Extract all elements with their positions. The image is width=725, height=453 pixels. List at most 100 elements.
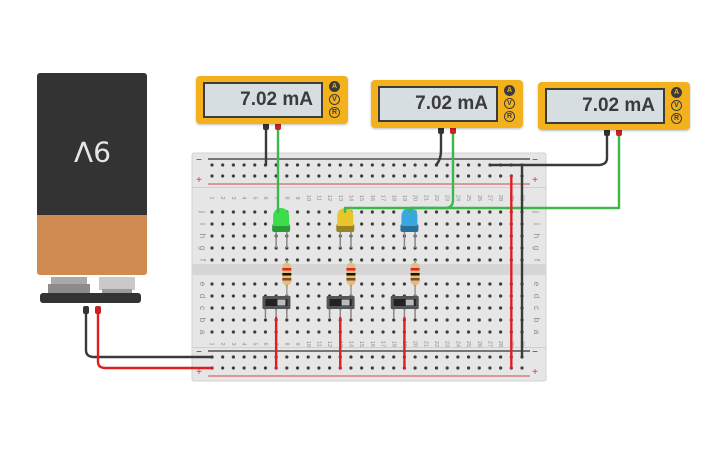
hole[interactable] bbox=[360, 234, 364, 238]
hole[interactable] bbox=[317, 210, 321, 214]
hole[interactable] bbox=[370, 246, 374, 250]
hole[interactable] bbox=[466, 234, 471, 238]
hole[interactable] bbox=[434, 306, 439, 310]
rail-hole[interactable] bbox=[370, 174, 374, 178]
battery-terminal-positive[interactable] bbox=[99, 277, 135, 290]
rail-hole[interactable] bbox=[317, 366, 321, 370]
hole[interactable] bbox=[295, 306, 300, 310]
hole[interactable] bbox=[317, 294, 321, 298]
hole[interactable] bbox=[456, 306, 460, 310]
hole[interactable] bbox=[392, 222, 396, 226]
hole[interactable] bbox=[477, 330, 481, 334]
hole[interactable] bbox=[370, 222, 374, 226]
rail-hole[interactable] bbox=[499, 366, 503, 370]
hole[interactable] bbox=[242, 282, 246, 286]
hole[interactable] bbox=[424, 330, 428, 334]
slide-switch[interactable] bbox=[262, 296, 291, 318]
rail-hole[interactable] bbox=[424, 174, 428, 178]
rail-hole[interactable] bbox=[231, 163, 235, 167]
rail-hole[interactable] bbox=[295, 163, 300, 167]
rail-hole[interactable] bbox=[253, 174, 257, 178]
rail-hole[interactable] bbox=[488, 355, 492, 359]
hole[interactable] bbox=[327, 234, 332, 238]
hole[interactable] bbox=[306, 294, 310, 298]
probe-tip[interactable] bbox=[604, 128, 610, 136]
hole[interactable] bbox=[466, 210, 471, 214]
multimeter-2[interactable]: 7.02 mA A V R bbox=[371, 80, 523, 128]
hole[interactable] bbox=[263, 246, 268, 250]
wire-meter3-black[interactable] bbox=[488, 132, 609, 167]
hole[interactable] bbox=[327, 330, 332, 334]
rail-hole[interactable] bbox=[445, 366, 449, 370]
hole[interactable] bbox=[499, 294, 503, 298]
hole[interactable] bbox=[424, 234, 428, 238]
hole[interactable] bbox=[210, 234, 214, 238]
hole[interactable] bbox=[295, 246, 300, 250]
rail-hole[interactable] bbox=[413, 163, 417, 167]
rail-hole[interactable] bbox=[263, 174, 268, 178]
hole[interactable] bbox=[253, 234, 257, 238]
mode-ammeter-button[interactable]: A bbox=[504, 85, 515, 96]
rail-hole[interactable] bbox=[285, 355, 289, 359]
rail-hole[interactable] bbox=[413, 366, 417, 370]
rail-hole[interactable] bbox=[306, 163, 310, 167]
rail-hole[interactable] bbox=[327, 163, 332, 167]
hole[interactable] bbox=[499, 222, 503, 226]
mode-ammeter-button[interactable]: A bbox=[671, 87, 682, 98]
rail-hole[interactable] bbox=[499, 355, 503, 359]
hole[interactable] bbox=[242, 234, 246, 238]
hole[interactable] bbox=[338, 282, 342, 286]
rail-hole[interactable] bbox=[338, 174, 342, 178]
rail-hole[interactable] bbox=[456, 355, 460, 359]
hole[interactable] bbox=[434, 234, 439, 238]
hole[interactable] bbox=[424, 306, 428, 310]
rail-hole[interactable] bbox=[456, 174, 460, 178]
rail-hole[interactable] bbox=[499, 174, 503, 178]
rail-hole[interactable] bbox=[306, 366, 310, 370]
rail-hole[interactable] bbox=[210, 174, 214, 178]
hole[interactable] bbox=[392, 234, 396, 238]
hole[interactable] bbox=[231, 222, 235, 226]
mode-voltmeter-button[interactable]: V bbox=[504, 98, 515, 109]
rail-hole[interactable] bbox=[434, 366, 439, 370]
hole[interactable] bbox=[445, 234, 449, 238]
hole[interactable] bbox=[402, 282, 407, 286]
rail-hole[interactable] bbox=[263, 355, 268, 359]
rail-hole[interactable] bbox=[466, 355, 471, 359]
hole[interactable] bbox=[499, 306, 503, 310]
hole[interactable] bbox=[221, 210, 225, 214]
hole[interactable] bbox=[477, 258, 481, 262]
mode-voltmeter-button[interactable]: V bbox=[329, 94, 340, 105]
rail-hole[interactable] bbox=[392, 366, 396, 370]
hole[interactable] bbox=[370, 282, 374, 286]
hole[interactable] bbox=[456, 246, 460, 250]
hole[interactable] bbox=[231, 282, 235, 286]
hole[interactable] bbox=[253, 318, 257, 322]
hole[interactable] bbox=[253, 294, 257, 298]
hole[interactable] bbox=[263, 282, 268, 286]
hole[interactable] bbox=[499, 318, 503, 322]
hole[interactable] bbox=[466, 330, 471, 334]
hole[interactable] bbox=[466, 318, 471, 322]
battery-9v[interactable]: 9V bbox=[37, 73, 147, 275]
hole[interactable] bbox=[210, 330, 214, 334]
hole[interactable] bbox=[370, 330, 374, 334]
hole[interactable] bbox=[456, 222, 460, 226]
hole[interactable] bbox=[456, 258, 460, 262]
hole[interactable] bbox=[424, 210, 428, 214]
hole[interactable] bbox=[221, 282, 225, 286]
hole[interactable] bbox=[381, 306, 385, 310]
hole[interactable] bbox=[456, 318, 460, 322]
rail-hole[interactable] bbox=[466, 163, 471, 167]
hole[interactable] bbox=[285, 318, 289, 322]
hole[interactable] bbox=[488, 234, 492, 238]
rail-hole[interactable] bbox=[221, 366, 225, 370]
hole[interactable] bbox=[285, 330, 289, 334]
hole[interactable] bbox=[381, 258, 385, 262]
wire-meter3-green[interactable] bbox=[408, 132, 621, 214]
hole[interactable] bbox=[445, 282, 449, 286]
hole[interactable] bbox=[317, 234, 321, 238]
hole[interactable] bbox=[231, 234, 235, 238]
hole[interactable] bbox=[327, 246, 332, 250]
hole[interactable] bbox=[306, 234, 310, 238]
